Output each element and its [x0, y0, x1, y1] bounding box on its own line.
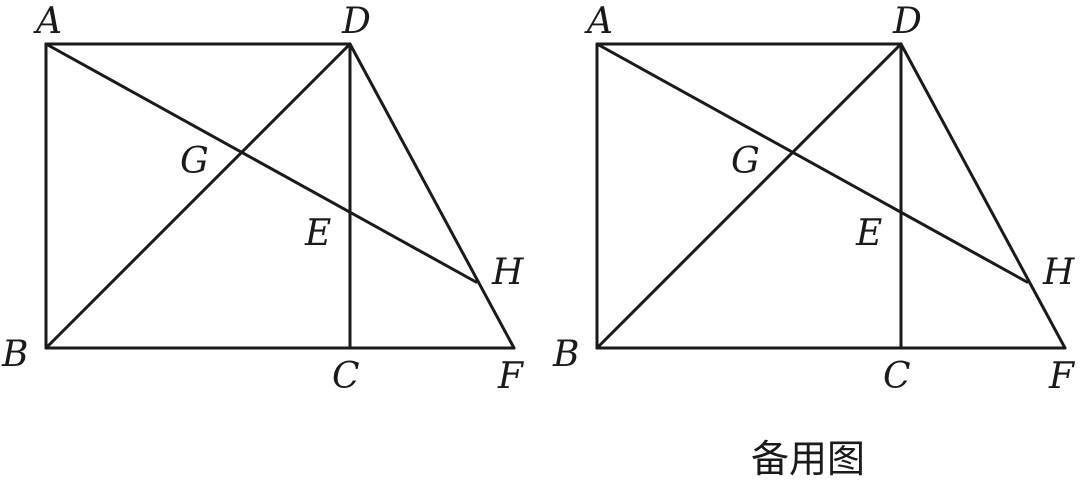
segment-AH — [595, 42, 1029, 284]
label-D: D — [341, 1, 371, 42]
label-A: A — [584, 1, 613, 42]
label-F: F — [497, 356, 525, 397]
label-H: H — [1042, 252, 1075, 293]
segment-BD — [44, 42, 352, 350]
label-B: B — [552, 334, 579, 375]
label-F: F — [1048, 356, 1076, 397]
figure-backup: A D G E H B C F — [552, 1, 1076, 397]
label-H: H — [491, 252, 524, 293]
segment-DF — [899, 42, 1067, 350]
segment-AH — [44, 42, 478, 284]
label-C: C — [883, 356, 911, 397]
label-E: E — [304, 213, 331, 254]
label-G: G — [180, 141, 209, 182]
segment-DF — [348, 42, 516, 350]
label-C: C — [332, 356, 360, 397]
label-D: D — [892, 1, 922, 42]
label-E: E — [855, 213, 882, 254]
figure-main: A D G E H B C F — [1, 1, 525, 397]
segment-BD — [595, 42, 903, 350]
backup-caption: 备用图 — [751, 437, 865, 481]
label-G: G — [731, 141, 760, 182]
label-B: B — [1, 334, 28, 375]
label-A: A — [33, 1, 62, 42]
